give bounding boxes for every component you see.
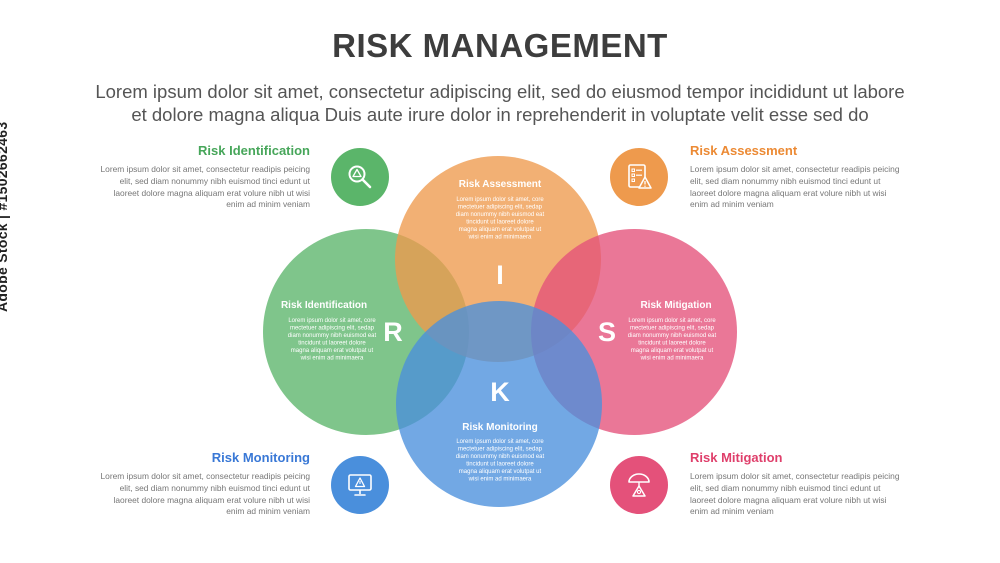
side-title-mitigation: Risk Mitigation bbox=[690, 450, 783, 465]
circle-body-line: Lorem ipsum dolor sit amet, core bbox=[456, 439, 544, 445]
circle-risk-monitoring bbox=[396, 301, 602, 507]
page-subtitle: Lorem ipsum dolor sit amet, consectetur … bbox=[40, 80, 960, 126]
circle-body-mitigation: Lorem ipsum dolor sit amet, core mectetu… bbox=[628, 318, 717, 362]
circle-body-assessment: Lorem ipsum dolor sit amet, core mectetu… bbox=[456, 197, 545, 241]
circle-body-line: Lorem ipsum dolor sit amet, core bbox=[456, 197, 544, 203]
side-body-mitigation: Lorem ipsum dolor sit amet, consectetur … bbox=[690, 471, 900, 517]
subtitle-line-1: Lorem ipsum dolor sit amet, consectetur … bbox=[95, 81, 905, 102]
page-title: RISK MANAGEMENT bbox=[332, 27, 668, 64]
circle-body-identification: Lorem ipsum dolor sit amet, core mectetu… bbox=[288, 318, 377, 362]
subtitle-line-2: et dolore magna aliqua Duis aute irure d… bbox=[131, 104, 869, 125]
circle-body-line: tincidunt ut laoreet dolore bbox=[466, 462, 534, 468]
venn-circles bbox=[263, 156, 737, 507]
magnifier-triangle-icon bbox=[348, 165, 372, 189]
letter-s: S bbox=[598, 317, 616, 347]
side-block-assessment: Risk Assessment Lorem ipsum dolor sit am… bbox=[690, 143, 900, 211]
letter-k: K bbox=[490, 377, 510, 407]
circle-body-line: tincidunt ut laoreet dolore bbox=[466, 220, 534, 226]
circle-title-monitoring: Risk Monitoring bbox=[462, 422, 538, 433]
icon-circle-mitigation bbox=[610, 456, 668, 514]
side-title-identification: Risk Identification bbox=[198, 143, 310, 158]
side-block-identification: Risk Identification Lorem ipsum dolor si… bbox=[100, 143, 310, 211]
side-body-identification: Lorem ipsum dolor sit amet, consectetur … bbox=[100, 164, 310, 210]
circle-body-line: magna aliquam erat volutpat ut bbox=[459, 469, 542, 475]
circle-body-line: wisi enim ad minimaera bbox=[300, 356, 364, 362]
side-block-mitigation: Risk Mitigation Lorem ipsum dolor sit am… bbox=[690, 450, 900, 518]
circle-body-line: diam nonummy nibh euismod eat bbox=[628, 333, 717, 339]
letter-r: R bbox=[383, 317, 403, 347]
circle-body-line: wisi enim ad minimaera bbox=[468, 477, 532, 483]
side-title-assessment: Risk Assessment bbox=[690, 143, 798, 158]
circle-body-line: Lorem ipsum dolor sit amet, core bbox=[628, 318, 716, 324]
circle-body-line: tincidunt ut laoreet dolore bbox=[638, 341, 706, 347]
circle-body-line: mectetuer adipiscing elit, sedap bbox=[630, 326, 715, 332]
checklist-warning-icon bbox=[628, 164, 652, 189]
circle-body-line: wisi enim ad minimaera bbox=[468, 235, 532, 241]
side-block-monitoring: Risk Monitoring Lorem ipsum dolor sit am… bbox=[100, 450, 310, 518]
circle-body-line: mectetuer adipiscing elit, sedap bbox=[290, 326, 375, 332]
circle-title-assessment: Risk Assessment bbox=[459, 179, 542, 190]
circle-body-monitoring: Lorem ipsum dolor sit amet, core mectetu… bbox=[456, 439, 545, 483]
circle-body-line: diam nonummy nibh euismod eat bbox=[288, 333, 377, 339]
circle-title-mitigation: Risk Mitigation bbox=[640, 300, 711, 311]
circle-body-line: diam nonummy nibh euismod eat bbox=[456, 212, 545, 218]
icon-circle-identification bbox=[331, 148, 389, 206]
circle-body-line: magna aliquam erat volutpat ut bbox=[459, 227, 542, 233]
umbrella-hazard-icon bbox=[628, 473, 650, 497]
side-title-monitoring: Risk Monitoring bbox=[211, 450, 310, 465]
circle-body-line: magna aliquam erat volutpat ut bbox=[291, 348, 374, 354]
circle-body-line: tincidunt ut laoreet dolore bbox=[298, 341, 366, 347]
circle-body-line: diam nonummy nibh euismod eat bbox=[456, 454, 545, 460]
watermark-text: Adobe Stock | #1502662463 bbox=[0, 121, 10, 312]
circle-body-line: wisi enim ad minimaera bbox=[640, 356, 704, 362]
circle-body-line: Lorem ipsum dolor sit amet, core bbox=[288, 318, 376, 324]
circle-body-line: magna aliquam erat volutpat ut bbox=[631, 348, 714, 354]
circle-body-line: mectetuer adipiscing elit, sedap bbox=[458, 447, 543, 453]
icon-circle-assessment bbox=[610, 148, 668, 206]
side-body-assessment: Lorem ipsum dolor sit amet, consectetur … bbox=[690, 164, 900, 210]
icon-circle-monitoring bbox=[331, 456, 389, 514]
circle-body-line: mectetuer adipiscing elit, sedap bbox=[458, 205, 543, 211]
letter-i: I bbox=[496, 260, 504, 290]
monitor-warning-icon bbox=[348, 474, 372, 496]
side-body-monitoring: Lorem ipsum dolor sit amet, consectetur … bbox=[100, 471, 310, 517]
circle-title-identification: Risk Identification bbox=[281, 300, 367, 311]
